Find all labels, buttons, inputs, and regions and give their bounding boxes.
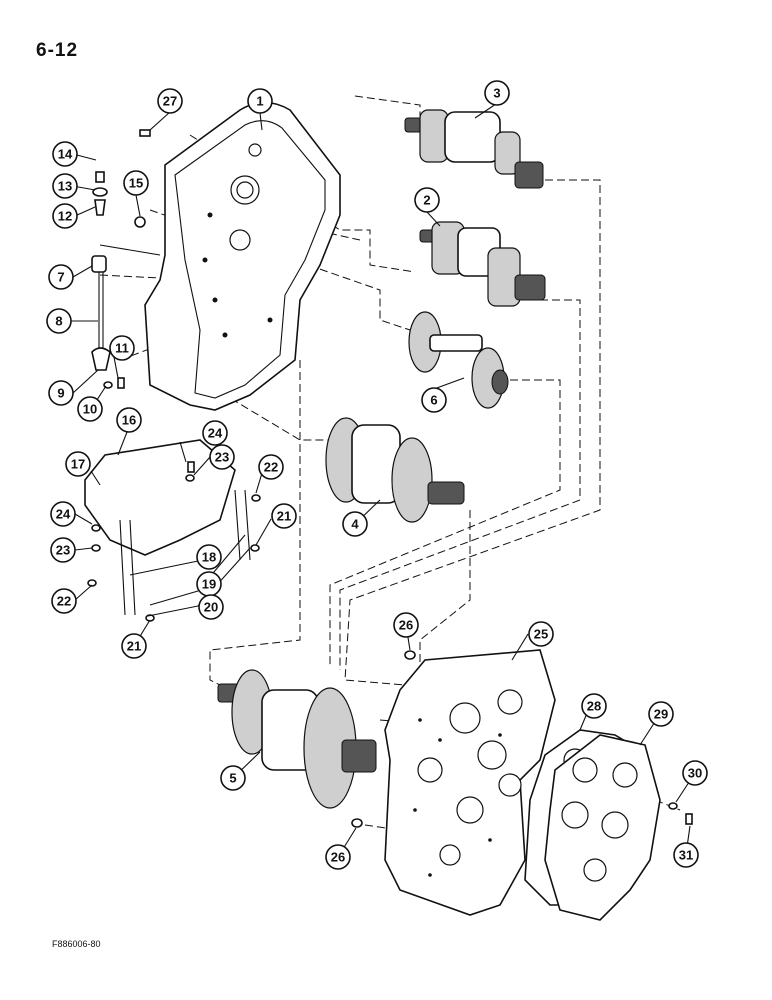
shaft-assembly-3 (404, 109, 544, 189)
svg-text:22: 22 (57, 594, 71, 609)
svg-text:5: 5 (229, 771, 236, 786)
gear-shaft-6 (408, 311, 509, 409)
callout-18: 18 (196, 544, 222, 570)
callout-27: 27 (157, 88, 183, 114)
shaft-assembly-2 (419, 221, 546, 307)
guard-shield (84, 439, 251, 616)
callout-22b: 22 (51, 588, 77, 614)
svg-text:22: 22 (264, 460, 278, 475)
callout-22a: 22 (258, 454, 284, 480)
callout-14: 14 (52, 141, 78, 167)
svg-text:1: 1 (256, 94, 263, 109)
figure-code: F886006-80 (52, 939, 101, 949)
callout-12: 12 (52, 203, 78, 229)
svg-text:14: 14 (58, 147, 73, 162)
svg-text:6: 6 (430, 393, 437, 408)
svg-text:2: 2 (423, 193, 430, 208)
svg-text:26: 26 (331, 850, 345, 865)
svg-text:21: 21 (127, 639, 141, 654)
svg-text:11: 11 (115, 341, 129, 356)
callout-20: 20 (198, 594, 224, 620)
cover-plate-29 (544, 734, 661, 921)
svg-text:12: 12 (58, 209, 72, 224)
callout-10: 10 (77, 396, 103, 422)
callout-25: 25 (528, 621, 554, 647)
svg-text:24: 24 (56, 507, 71, 522)
callout-4: 4 (342, 511, 368, 537)
fasteners (87, 129, 693, 828)
callout-6: 6 (421, 387, 447, 413)
callout-24a: 24 (202, 420, 228, 446)
callout-21a: 21 (271, 503, 297, 529)
svg-text:4: 4 (351, 517, 359, 532)
svg-text:7: 7 (57, 270, 64, 285)
svg-text:3: 3 (493, 86, 500, 101)
callout-30: 30 (682, 760, 708, 786)
svg-text:16: 16 (122, 413, 136, 428)
svg-text:26: 26 (399, 618, 413, 633)
callout-2: 2 (414, 187, 440, 213)
callout-29: 29 (648, 701, 674, 727)
callout-26a: 26 (393, 612, 419, 638)
svg-text:24: 24 (208, 426, 223, 441)
svg-text:10: 10 (83, 402, 97, 417)
callout-26b: 26 (325, 844, 351, 870)
callout-23b: 23 (50, 537, 76, 563)
svg-text:20: 20 (204, 600, 218, 615)
page-number: 6-12 (36, 40, 79, 61)
svg-text:8: 8 (55, 314, 62, 329)
svg-text:21: 21 (277, 509, 291, 524)
callout-11: 11 (109, 335, 135, 361)
svg-text:25: 25 (534, 627, 548, 642)
svg-text:30: 30 (688, 766, 702, 781)
callout-21b: 21 (121, 633, 147, 659)
callout-13: 13 (52, 173, 78, 199)
gear-shaft-4 (325, 417, 465, 523)
callout-31: 31 (673, 842, 699, 868)
svg-text:27: 27 (163, 94, 177, 109)
callout-17: 17 (65, 451, 91, 477)
shift-linkage (91, 244, 161, 371)
svg-text:18: 18 (202, 550, 216, 565)
callout-15: 15 (123, 170, 149, 196)
svg-text:19: 19 (202, 577, 216, 592)
callout-9: 9 (48, 380, 74, 406)
leader-lines (71, 103, 696, 858)
svg-text:23: 23 (56, 543, 70, 558)
valve-body-25 (384, 649, 556, 916)
svg-text:15: 15 (129, 176, 143, 191)
callout-1: 1 (247, 88, 273, 114)
transmission-housing (144, 101, 341, 411)
callout-23a: 23 (209, 444, 235, 470)
callout-7: 7 (48, 264, 74, 290)
alignment-lines (99, 95, 681, 831)
gear-shaft-5 (217, 669, 377, 809)
callout-28: 28 (581, 693, 607, 719)
svg-text:17: 17 (71, 457, 85, 472)
svg-text:29: 29 (654, 707, 668, 722)
svg-text:9: 9 (57, 386, 64, 401)
svg-text:28: 28 (587, 699, 601, 714)
callout-8: 8 (46, 308, 72, 334)
callout-19: 19 (196, 571, 222, 597)
callout-24b: 24 (50, 501, 76, 527)
callout-16: 16 (116, 407, 142, 433)
callout-5: 5 (220, 765, 246, 791)
svg-text:31: 31 (679, 848, 693, 863)
callout-3: 3 (484, 80, 510, 106)
svg-text:13: 13 (58, 179, 72, 194)
svg-text:23: 23 (215, 450, 229, 465)
